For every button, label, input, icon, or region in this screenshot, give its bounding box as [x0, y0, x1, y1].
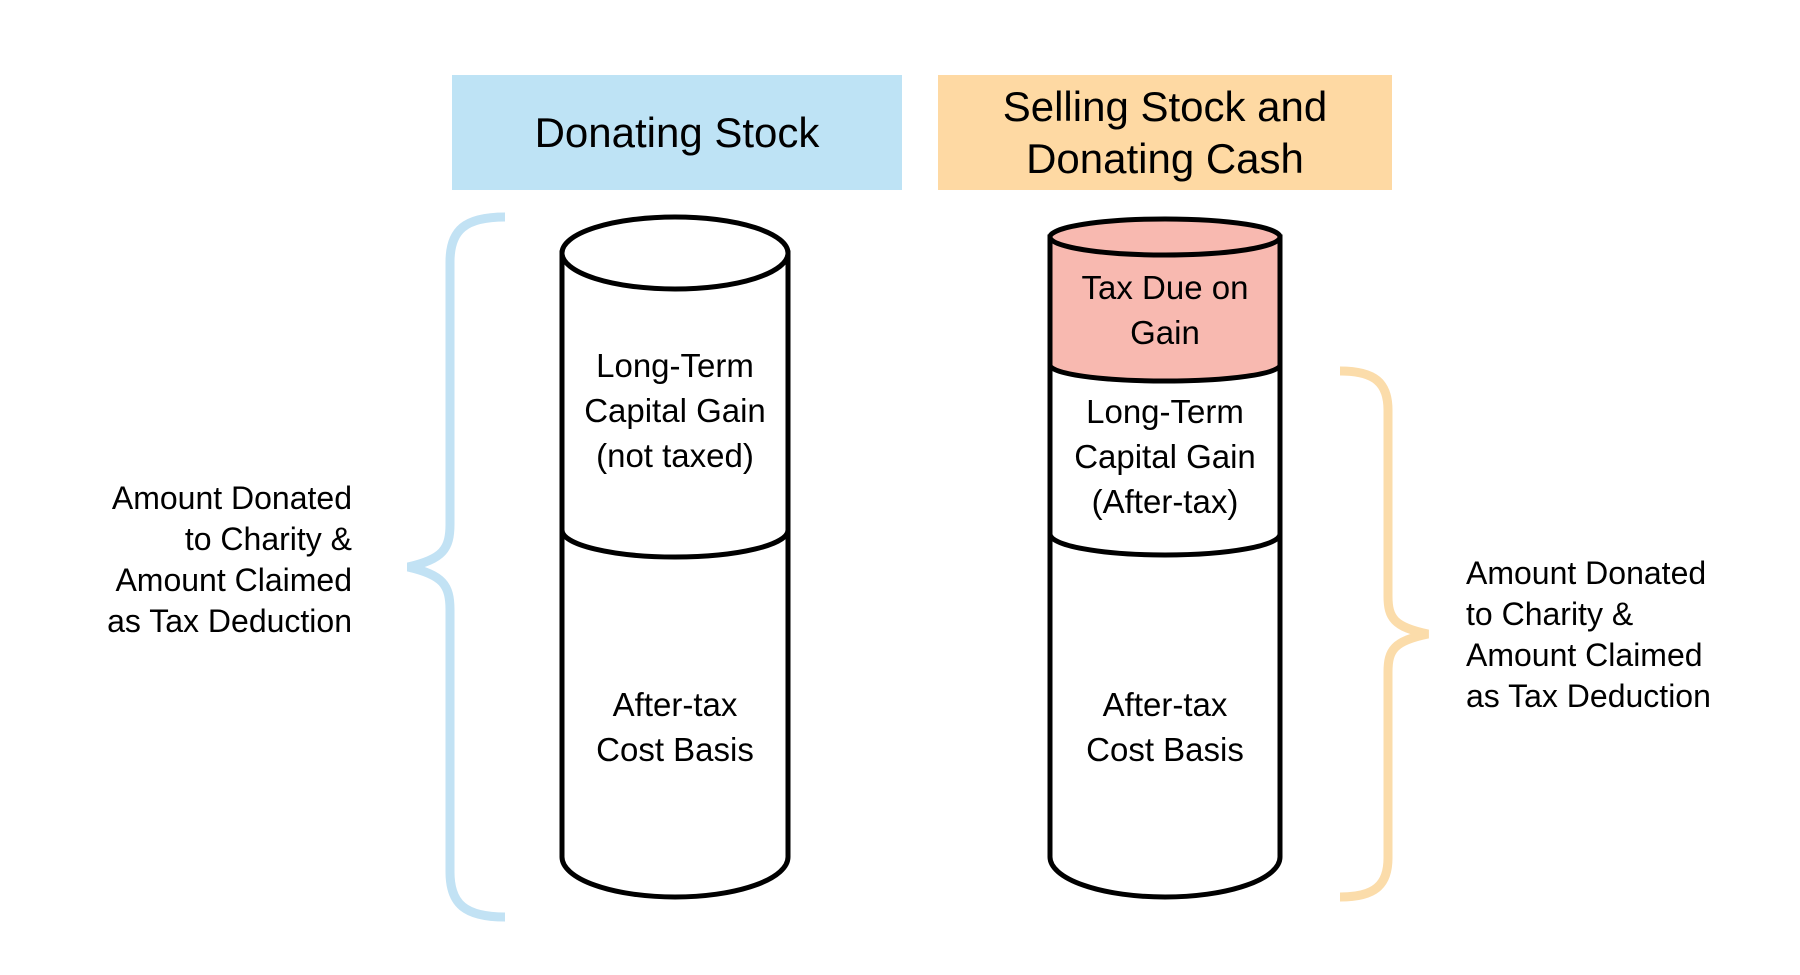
left-brace	[406, 212, 506, 922]
right-cylinder-tax-section	[1047, 234, 1283, 384]
left-cylinder-body	[559, 250, 791, 900]
right-cylinder-label-after-tax-cost-basis: After-tax Cost Basis	[1086, 685, 1244, 768]
left-cylinder-top-ellipse	[559, 214, 791, 292]
left-cylinder-label-long-term-capital-gain: Long-Term Capital Gain (not taxed)	[584, 346, 766, 474]
right-brace-annotation: Amount Donated to Charity & Amount Claim…	[1466, 555, 1711, 714]
right-cylinder-divider-arc	[1047, 533, 1283, 558]
header-donating-stock: Donating Stock	[452, 75, 902, 190]
left-cylinder-label-after-tax-cost-basis: After-tax Cost Basis	[596, 685, 754, 768]
left-cylinder-divider-arc	[559, 529, 791, 560]
right-cylinder-body	[1047, 234, 1283, 900]
right-cylinder-label-long-term-capital-gain: Long-Term Capital Gain (After-tax)	[1074, 392, 1256, 520]
right-cylinder-label-tax-due-on-gain: Tax Due on Gain	[1081, 269, 1249, 351]
right-brace	[1339, 366, 1429, 902]
header-selling-stock-donating-cash: Selling Stock and Donating Cash	[938, 75, 1392, 190]
right-cylinder-top-ellipse	[1047, 216, 1283, 258]
left-brace-annotation: Amount Donated to Charity & Amount Claim…	[107, 480, 352, 639]
